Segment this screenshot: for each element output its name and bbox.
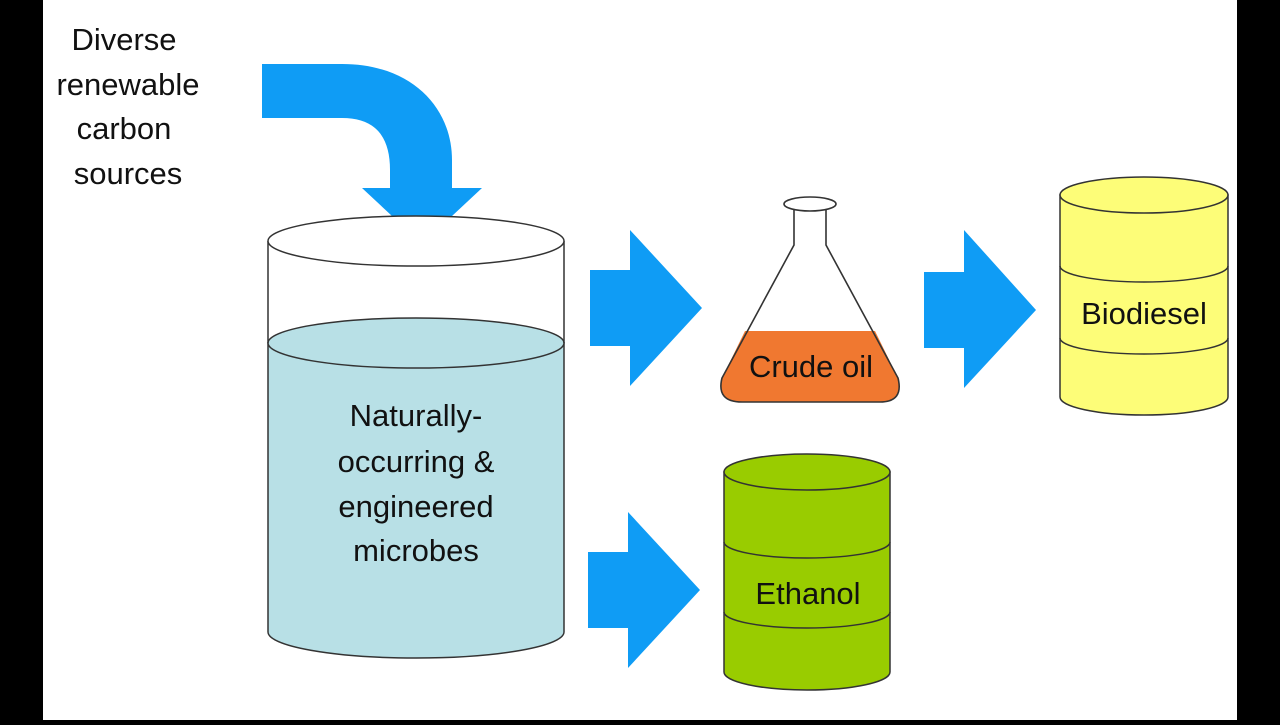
source-label-line-4: sources — [74, 156, 183, 191]
arrow-to-biodiesel — [924, 230, 1036, 388]
ethanol-barrel-hoop-2 — [723, 611, 891, 629]
bioreactor-vat: Naturally- occurring & engineered microb… — [267, 215, 565, 659]
ethanol-barrel: Ethanol — [723, 453, 891, 691]
ethanol-barrel-top — [723, 453, 891, 491]
crude-oil-flask: Crude oil — [720, 196, 900, 403]
crude-oil-label: Crude oil — [749, 349, 873, 384]
feed-arrow — [262, 64, 482, 244]
ethanol-label: Ethanol — [755, 576, 860, 611]
vat-rim — [267, 215, 565, 267]
arrow-to-ethanol — [588, 512, 700, 668]
biodiesel-barrel: Biodiesel — [1059, 176, 1229, 416]
flask-mouth — [783, 196, 837, 212]
vat-label-line-2: occurring & — [338, 444, 495, 479]
vat-liquid-surface — [267, 317, 565, 369]
vat-label-line-3: engineered — [338, 489, 493, 524]
vat-label-line-4: microbes — [353, 533, 479, 568]
biodiesel-barrel-top — [1059, 176, 1229, 214]
vat-label-line-1: Naturally- — [350, 398, 483, 433]
source-label-line-2: renewable — [56, 67, 199, 102]
flask-outline — [720, 206, 900, 403]
ethanol-barrel-body — [723, 471, 891, 691]
vat-liquid — [267, 342, 565, 659]
biodiesel-barrel-hoop-2 — [1059, 337, 1229, 355]
biodiesel-barrel-hoop-1 — [1059, 265, 1229, 283]
arrow-to-crude-oil — [590, 230, 702, 386]
source-label-line-3: carbon — [77, 111, 172, 146]
ethanol-barrel-hoop-1 — [723, 541, 891, 559]
biodiesel-barrel-body — [1059, 194, 1229, 416]
crude-oil-liquid — [720, 331, 900, 402]
biodiesel-label: Biodiesel — [1081, 296, 1207, 331]
source-label-line-1: Diverse — [71, 22, 176, 57]
source-label: Diverse renewable carbon sources — [56, 22, 199, 191]
